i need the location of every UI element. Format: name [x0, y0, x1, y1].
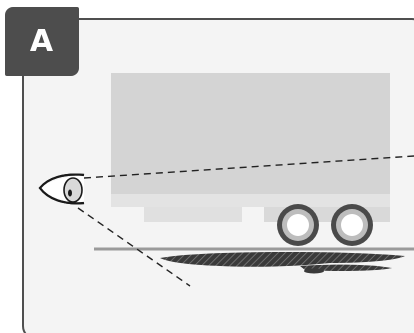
rear-wheel-left [277, 204, 319, 246]
eye-icon [40, 175, 84, 204]
trailer-icon [111, 73, 390, 246]
ground-shadow [160, 252, 405, 274]
panel-label-badge: A [5, 7, 79, 76]
trailer-box [111, 73, 390, 194]
trailer-landing-gear [144, 207, 242, 222]
rear-wheel-right [331, 204, 373, 246]
